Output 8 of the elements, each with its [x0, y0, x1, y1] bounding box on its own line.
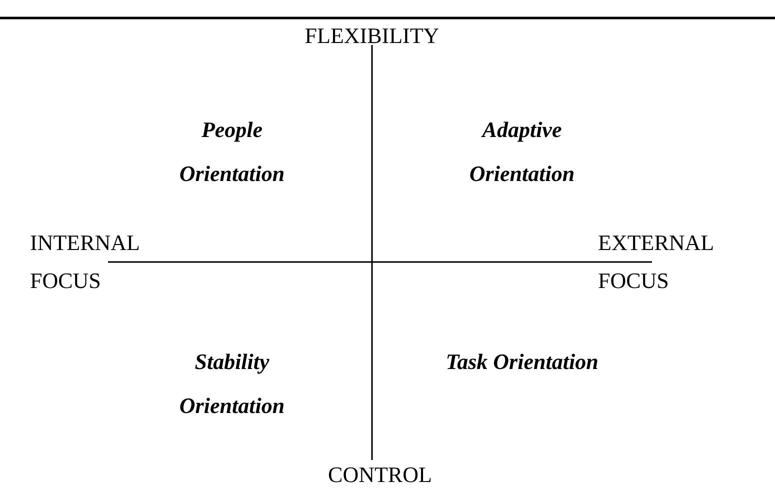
axis-label: INTERNAL FOCUS: [30, 229, 140, 295]
quadrant-label: Task Orientation: [444, 348, 600, 376]
axis-label: FLEXIBILITY: [304, 22, 440, 50]
axis-label: CONTROL: [327, 461, 433, 489]
quadrant-label: Stability Orientation: [178, 348, 286, 420]
quadrant-label: Adaptive Orientation: [468, 116, 576, 188]
axis-label: EXTERNAL FOCUS: [598, 229, 714, 295]
quadrant-label: People Orientation: [178, 116, 286, 188]
